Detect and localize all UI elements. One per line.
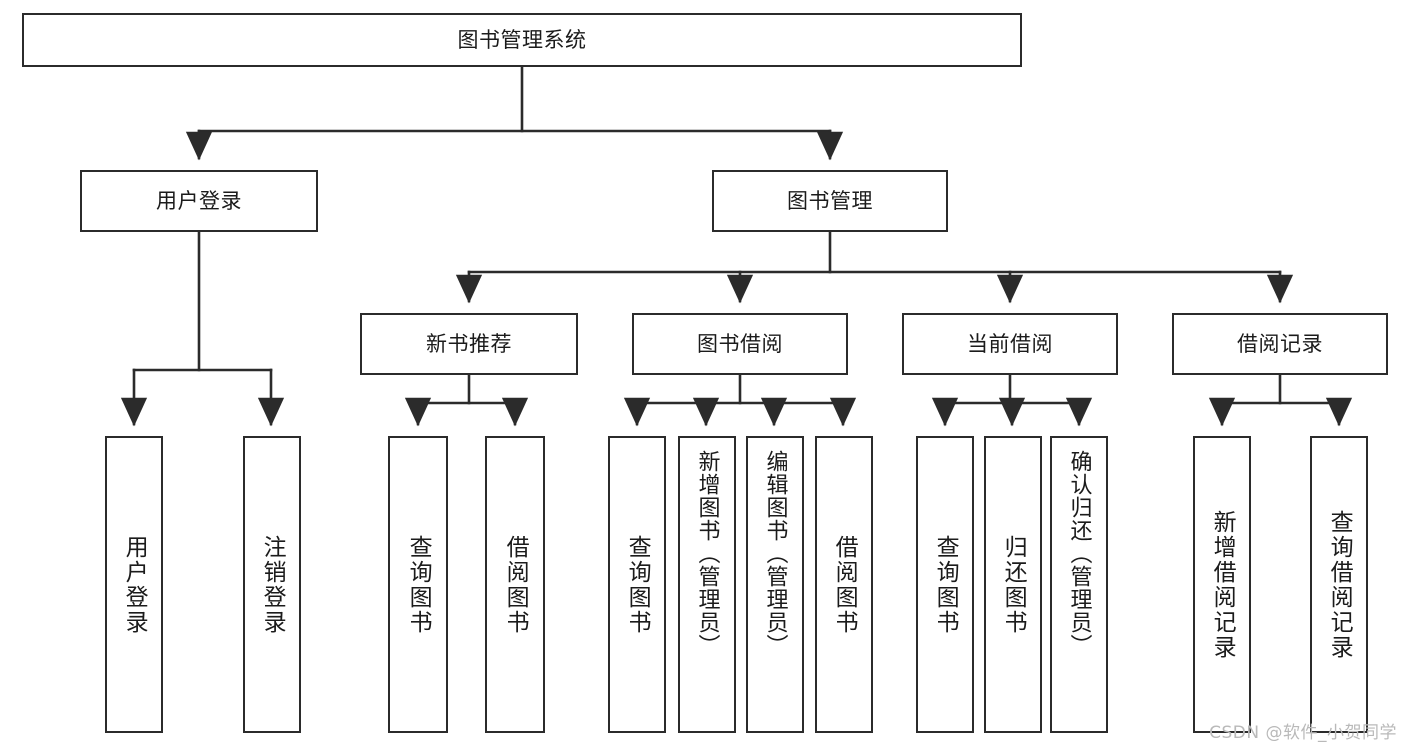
- node-label: 用户登录: [156, 188, 242, 213]
- node-label: 确认归还（管理员）: [1066, 450, 1092, 657]
- node-label: 图书借阅: [697, 331, 783, 356]
- node-label: 查询图书: [624, 534, 651, 635]
- leaf-query-book-borrow[interactable]: 查询图书: [608, 436, 666, 733]
- node-book-management[interactable]: 图书管理: [712, 170, 948, 232]
- node-label: 借阅图书: [831, 534, 858, 635]
- node-borrow-record[interactable]: 借阅记录: [1172, 313, 1388, 375]
- node-label: 注销登录: [259, 534, 286, 635]
- node-label: 新增图书（管理员）: [694, 450, 720, 657]
- leaf-borrow-book-recommend[interactable]: 借阅图书: [485, 436, 545, 733]
- leaf-query-book-recommend[interactable]: 查询图书: [388, 436, 448, 733]
- leaf-query-borrow-record[interactable]: 查询借阅记录: [1310, 436, 1368, 733]
- node-label: 编辑图书（管理员）: [762, 450, 788, 657]
- node-label: 查询借阅记录: [1326, 509, 1353, 660]
- node-label: 新书推荐: [426, 331, 512, 356]
- node-label: 当前借阅: [967, 331, 1053, 356]
- leaf-add-book-admin[interactable]: 新增图书（管理员）: [678, 436, 736, 733]
- node-label: 用户登录: [121, 534, 148, 635]
- node-label: 借阅记录: [1237, 331, 1323, 356]
- leaf-logout-login[interactable]: 注销登录: [243, 436, 301, 733]
- csdn-watermark: CSDN @软件_小贺同学: [1209, 723, 1397, 743]
- node-label: 查询图书: [932, 534, 959, 635]
- node-current-borrow[interactable]: 当前借阅: [902, 313, 1118, 375]
- node-label: 借阅图书: [502, 534, 529, 635]
- leaf-return-book[interactable]: 归还图书: [984, 436, 1042, 733]
- node-new-book-recommend[interactable]: 新书推荐: [360, 313, 578, 375]
- node-book-borrow[interactable]: 图书借阅: [632, 313, 848, 375]
- node-label: 图书管理: [787, 188, 873, 213]
- node-user-login[interactable]: 用户登录: [80, 170, 318, 232]
- node-root-book-management-system[interactable]: 图书管理系统: [22, 13, 1022, 67]
- leaf-query-book-current[interactable]: 查询图书: [916, 436, 974, 733]
- node-label: 新增借阅记录: [1209, 509, 1236, 660]
- node-label: 归还图书: [1000, 534, 1027, 635]
- node-label: 查询图书: [405, 534, 432, 635]
- leaf-edit-book-admin[interactable]: 编辑图书（管理员）: [746, 436, 804, 733]
- leaf-user-login[interactable]: 用户登录: [105, 436, 163, 733]
- leaf-confirm-return-admin[interactable]: 确认归还（管理员）: [1050, 436, 1108, 733]
- node-label: 图书管理系统: [457, 27, 587, 52]
- leaf-add-borrow-record[interactable]: 新增借阅记录: [1193, 436, 1251, 733]
- leaf-borrow-book[interactable]: 借阅图书: [815, 436, 873, 733]
